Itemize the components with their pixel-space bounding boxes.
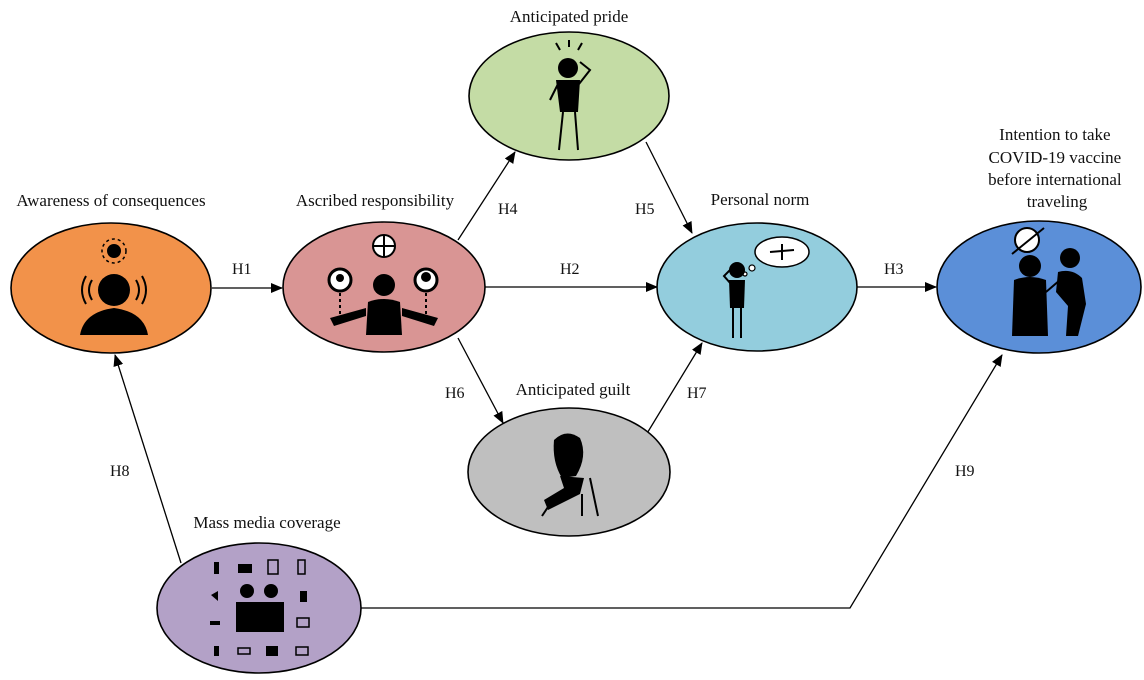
edge-h9 bbox=[360, 354, 1003, 609]
node-ascribed: Ascribed responsibility bbox=[282, 191, 486, 353]
node-awareness-label: Awareness of consequences bbox=[16, 191, 205, 210]
proud-person-icon bbox=[549, 40, 592, 151]
businessman-globe-icon bbox=[327, 234, 439, 335]
node-norm-label: Personal norm bbox=[711, 190, 810, 209]
edge-label-h7: H7 bbox=[687, 385, 707, 402]
edge-label-h5: H5 bbox=[635, 201, 655, 218]
node-intention-label-line-2: COVID-19 vaccine bbox=[989, 148, 1122, 167]
edge-labels: H1 H2 H3 H4 H5 H6 H7 H8 H9 bbox=[110, 201, 975, 480]
node-norm-shape bbox=[656, 222, 858, 352]
node-pride-label: Anticipated pride bbox=[510, 7, 629, 26]
edge-label-h3: H3 bbox=[884, 261, 904, 278]
vaccination-icon bbox=[1011, 227, 1086, 336]
node-guilt: Anticipated guilt bbox=[467, 380, 671, 537]
guilty-seated-person-icon bbox=[541, 433, 599, 517]
node-guilt-label: Anticipated guilt bbox=[516, 380, 631, 399]
edges bbox=[113, 141, 1003, 609]
node-intention-label: Intention to take COVID-19 vaccine befor… bbox=[988, 125, 1126, 211]
person-head-sound-icon bbox=[80, 238, 148, 335]
edge-h8 bbox=[113, 354, 182, 564]
node-intention-label-line-3: before international bbox=[988, 170, 1122, 189]
media-press-conference-icon bbox=[210, 559, 310, 656]
node-intention-label-line-4: traveling bbox=[1027, 192, 1088, 211]
edge-label-h1: H1 bbox=[232, 261, 252, 278]
edge-label-h6: H6 bbox=[445, 385, 465, 402]
edge-label-h4: H4 bbox=[498, 201, 518, 218]
edge-h6 bbox=[457, 337, 504, 424]
edge-label-h8: H8 bbox=[110, 463, 130, 480]
node-ascribed-label: Ascribed responsibility bbox=[296, 191, 455, 210]
node-intention-label-line-1: Intention to take bbox=[999, 125, 1110, 144]
node-media: Mass media coverage bbox=[156, 513, 362, 674]
edge-h7 bbox=[645, 342, 703, 436]
node-pride: Anticipated pride bbox=[468, 7, 670, 161]
edge-h4 bbox=[457, 151, 516, 241]
node-intention: Intention to take COVID-19 vaccine befor… bbox=[936, 125, 1142, 354]
node-awareness: Awareness of consequences bbox=[10, 191, 212, 354]
node-norm: Personal norm bbox=[656, 190, 858, 352]
edge-label-h2: H2 bbox=[560, 261, 580, 278]
thinking-person-scale-icon bbox=[722, 236, 810, 338]
edge-label-h9: H9 bbox=[955, 463, 975, 480]
edge-h5 bbox=[645, 141, 693, 234]
node-media-label: Mass media coverage bbox=[193, 513, 340, 532]
